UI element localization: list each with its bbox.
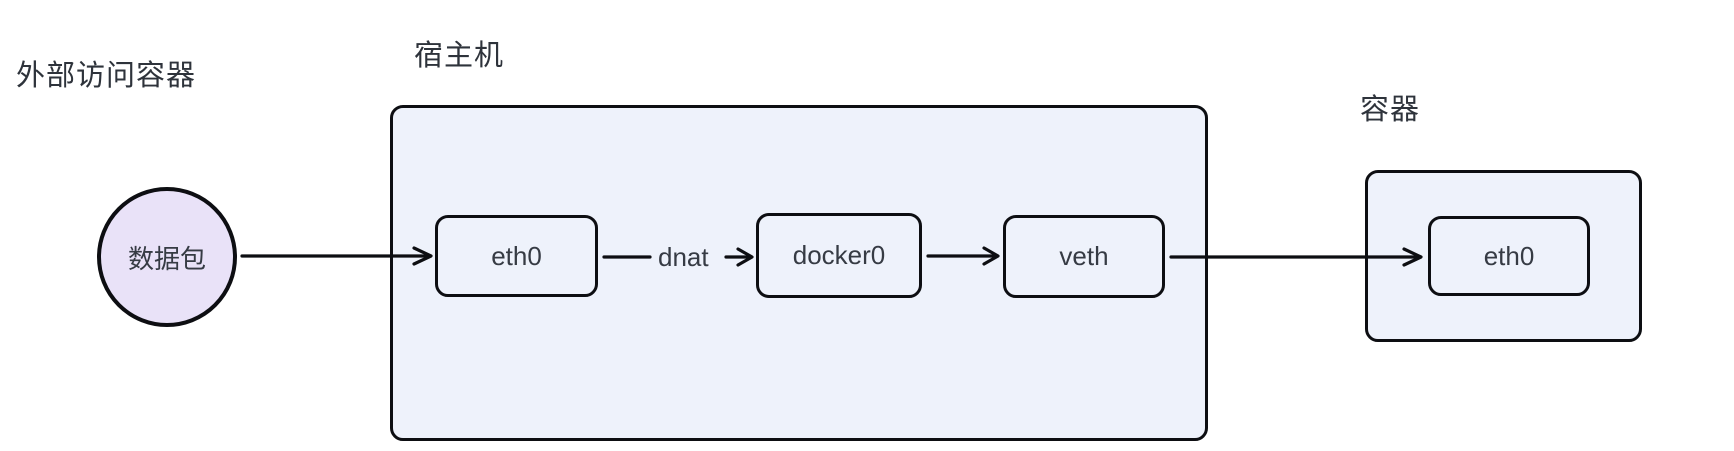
host-eth0-label: eth0 xyxy=(491,240,542,271)
veth-label: veth xyxy=(1059,241,1109,271)
packet-node-label: 数据包 xyxy=(127,243,206,274)
docker0-node: docker0 xyxy=(756,213,922,298)
host-eth0-node: eth0 xyxy=(435,215,598,297)
veth-node: veth xyxy=(1003,215,1165,298)
container-label: 容器 xyxy=(1360,94,1421,126)
packet-node: 数据包 xyxy=(97,187,237,327)
dnat-edge-label: dnat xyxy=(658,242,709,272)
docker0-label: docker0 xyxy=(792,240,886,270)
container-eth0-label: eth0 xyxy=(1483,240,1535,271)
diagram-title: 外部访问容器 xyxy=(16,60,197,92)
container-eth0-node: eth0 xyxy=(1428,216,1590,296)
host-machine-label: 宿主机 xyxy=(414,40,505,72)
